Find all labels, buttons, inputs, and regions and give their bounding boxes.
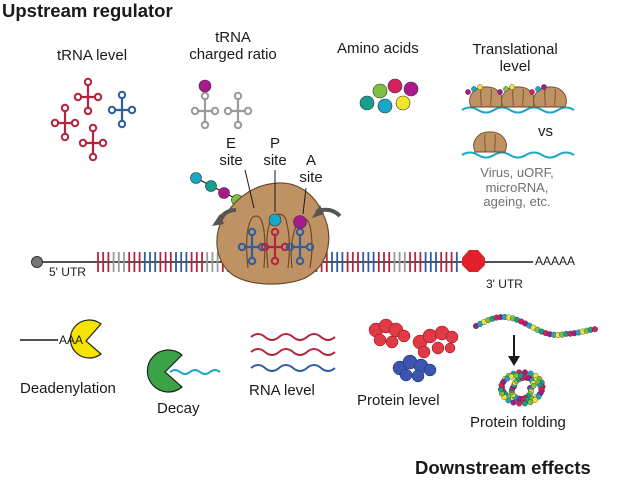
amino-acid-bead-icon — [387, 78, 403, 94]
green-pacman-icon — [146, 349, 183, 393]
protein-level-label: Protein level — [357, 392, 440, 409]
e-site-label: E site — [216, 135, 246, 170]
trna-icon — [107, 90, 137, 129]
translational-level-line: Translational — [472, 41, 558, 58]
translational-level-line: level — [499, 57, 531, 75]
protein-folding-label: Protein folding — [470, 414, 566, 431]
trna-charged-ratio-cluster — [190, 79, 253, 130]
three-prime-utr-label: 3' UTR — [486, 277, 523, 291]
protein-level-blobs — [368, 318, 459, 383]
a-site-label: A site — [296, 152, 326, 187]
a-site-line: A — [305, 152, 316, 169]
causes-line: ageing, etc. — [483, 194, 551, 210]
rna-level-label: RNA level — [249, 382, 315, 399]
trna-level-cluster — [50, 77, 137, 162]
ribosome-icon — [473, 131, 507, 153]
causes-line: microRNA, — [485, 179, 549, 195]
e-site-line: site — [219, 151, 243, 169]
translational-level-label: Translational level — [455, 41, 575, 76]
e-site-line: E — [225, 135, 236, 152]
deadenylation-label: Deadenylation — [20, 380, 116, 397]
trna-charged-ratio-label: tRNA charged ratio — [168, 29, 298, 64]
downstream-heading: Downstream effects — [415, 457, 591, 478]
amino-acid-bead-icon — [268, 213, 282, 227]
short-polya-label: AAA — [59, 333, 84, 347]
decay-illustration — [146, 349, 221, 393]
trna-level-label: tRNA level — [57, 47, 128, 64]
translation-causes-label: Virus, uORF, microRNA, ageing, etc. — [458, 165, 576, 210]
p-site-label: P site — [260, 135, 290, 170]
amino-acid-bead-icon — [293, 215, 307, 229]
charged-trna-icon — [190, 91, 220, 130]
amino-acid-bead-icon — [377, 98, 393, 114]
stop-codon-hexagon-icon — [462, 250, 485, 272]
amino-acid-bead-icon — [395, 95, 411, 111]
amino-acid-bead-icon — [372, 83, 388, 99]
five-prime-cap-icon — [31, 256, 43, 268]
polya-tail-label: AAAAA — [535, 254, 576, 268]
amino-acid-bead-icon — [403, 81, 419, 97]
protein-folding-illustration — [473, 314, 598, 407]
p-site-line: P — [269, 135, 280, 152]
amino-acids-label: Amino acids — [337, 40, 419, 57]
upstream-heading: Upstream regulator — [2, 0, 173, 21]
ribosome-complex — [212, 169, 342, 285]
uncharged-trna-icon — [223, 91, 253, 130]
amino-acid-bead-icon — [359, 95, 375, 111]
trna-icon — [50, 103, 80, 142]
amino-acid-bead-icon — [198, 79, 212, 93]
deadenylation-illustration — [20, 319, 102, 359]
a-site-line: site — [299, 168, 323, 186]
trna-charged-ratio-line: charged ratio — [189, 45, 277, 63]
trna-icon — [73, 77, 103, 116]
polysome-illustration — [461, 84, 575, 114]
causes-line: Virus, uORF, — [480, 165, 554, 180]
trna-charged-ratio-line: tRNA — [215, 29, 251, 46]
rna-level-waves — [250, 333, 336, 372]
vs-label: vs — [538, 123, 553, 140]
amino-acid-beads — [359, 78, 419, 114]
monosome-illustration — [461, 131, 575, 159]
p-site-line: site — [263, 151, 287, 169]
trna-icon — [78, 123, 108, 162]
yellow-pacman-icon — [69, 319, 102, 359]
five-prime-utr-label: 5' UTR — [49, 265, 86, 279]
decay-label: Decay — [157, 400, 200, 417]
